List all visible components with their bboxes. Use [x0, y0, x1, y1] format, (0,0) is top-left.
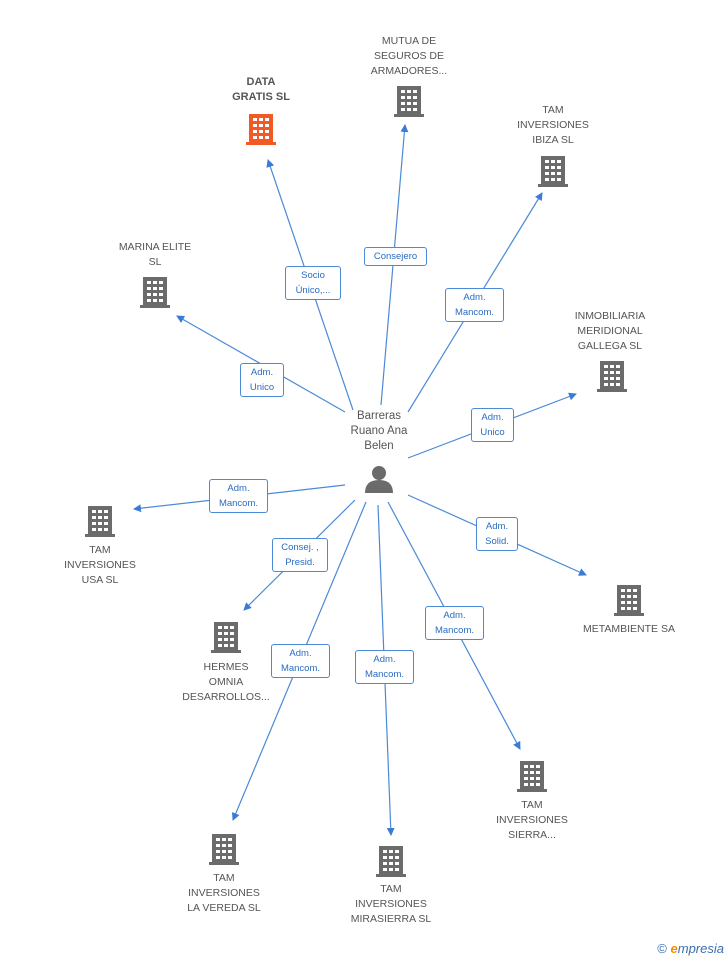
- building-icon-marina[interactable]: [140, 277, 170, 308]
- company-name-tam-sierra[interactable]: TAM INVERSIONES SIERRA...: [496, 799, 568, 841]
- relation-label-tam-usa[interactable]: Adm. Mancom.: [209, 479, 268, 513]
- building-icon-tam-usa[interactable]: [85, 506, 115, 537]
- footer-brand: © empresia: [657, 941, 724, 956]
- person-name[interactable]: Barreras Ruano Ana Belen: [350, 410, 408, 452]
- brand-logo-initial: e: [670, 941, 678, 956]
- company-name-metambiente[interactable]: METAMBIENTE SA: [583, 623, 675, 635]
- relation-label-hermes[interactable]: Consej. , Presid.: [272, 538, 328, 572]
- relation-label-tam-ibiza[interactable]: Adm. Mancom.: [445, 288, 504, 322]
- building-icon-inmobiliaria[interactable]: [597, 361, 627, 392]
- copyright-icon: ©: [657, 941, 667, 956]
- relation-label-metambiente[interactable]: Adm. Solid.: [476, 517, 518, 551]
- building-icon-tam-vereda[interactable]: [209, 834, 239, 865]
- company-name-tam-vereda[interactable]: TAM INVERSIONES LA VEREDA SL: [187, 872, 261, 914]
- building-icon-data-gratis[interactable]: [246, 114, 276, 145]
- company-name-hermes[interactable]: HERMES OMNIA DESARROLLOS...: [182, 661, 270, 703]
- company-name-tam-usa[interactable]: TAM INVERSIONES USA SL: [64, 544, 136, 586]
- building-icon-tam-sierra[interactable]: [517, 761, 547, 792]
- company-name-tam-mirasierra[interactable]: TAM INVERSIONES MIRASIERRA SL: [350, 883, 432, 925]
- brand-logo-text: mpresia: [677, 941, 724, 956]
- relation-label-marina[interactable]: Adm. Unico: [240, 363, 284, 397]
- person-icon[interactable]: [365, 466, 393, 493]
- company-name-mutua[interactable]: MUTUA DE SEGUROS DE ARMADORES...: [370, 35, 448, 77]
- relation-label-data-gratis[interactable]: Socio Único,...: [285, 266, 341, 300]
- building-icon-mutua[interactable]: [394, 86, 424, 117]
- building-icon-metambiente[interactable]: [614, 585, 644, 616]
- relation-label-tam-sierra[interactable]: Adm. Mancom.: [425, 606, 484, 640]
- relation-label-tam-mirasierra[interactable]: Adm. Mancom.: [355, 650, 414, 684]
- relation-label-mutua[interactable]: Consejero: [364, 247, 427, 266]
- building-icon-hermes[interactable]: [211, 622, 241, 653]
- building-icon-tam-mirasierra[interactable]: [376, 846, 406, 877]
- relation-label-tam-vereda[interactable]: Adm. Mancom.: [271, 644, 330, 678]
- company-name-inmobiliaria[interactable]: INMOBILIARIA MERIDIONAL GALLEGA SL: [574, 310, 646, 352]
- relation-label-inmobiliaria[interactable]: Adm. Unico: [471, 408, 514, 442]
- company-name-data-gratis[interactable]: DATA GRATIS SL: [232, 76, 290, 103]
- company-name-marina[interactable]: MARINA ELITE SL: [118, 241, 192, 268]
- company-name-tam-ibiza[interactable]: TAM INVERSIONES IBIZA SL: [517, 104, 589, 146]
- building-icon-tam-ibiza[interactable]: [538, 156, 568, 187]
